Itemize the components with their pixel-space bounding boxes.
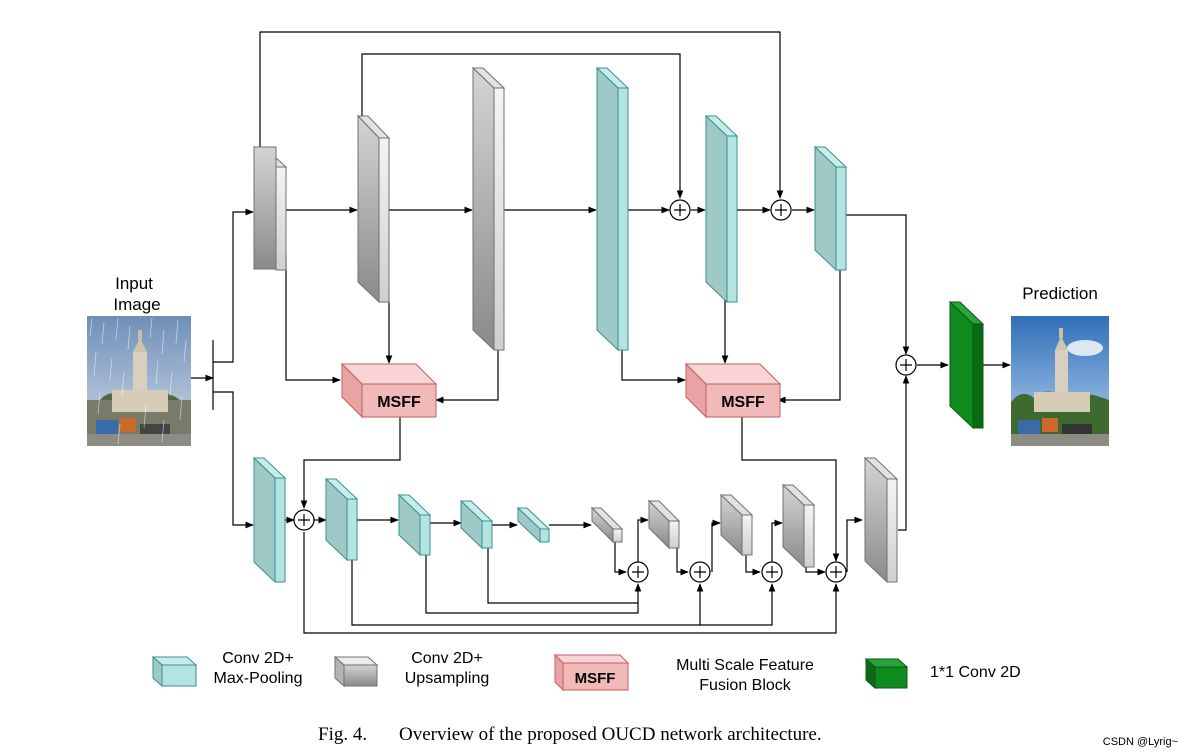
gray-block: [781, 483, 816, 569]
legend-msff-swatch: MSFF: [553, 653, 630, 692]
gray-block: [356, 114, 391, 304]
msff-block: MSFF: [684, 362, 782, 419]
gray-block: [471, 66, 506, 352]
msff-label: MSFF: [721, 394, 765, 411]
legend-msff-line1: Multi Scale Feature: [676, 657, 814, 674]
green-block: [948, 300, 985, 430]
plus-node: [293, 509, 315, 531]
gray-block: [719, 493, 754, 557]
legend-gray-line1: Conv 2D+: [411, 650, 483, 667]
legend-msff-line2: Fusion Block: [699, 677, 792, 694]
legend: Conv 2D+ Max-Pooling Conv 2D+ Upsampling…: [151, 650, 1021, 694]
input-label-line2: Image: [113, 295, 160, 314]
plus-node: [825, 561, 847, 583]
legend-teal-swatch: [151, 655, 198, 688]
gray-block: [647, 499, 681, 550]
legend-msff-box-label: MSFF: [575, 670, 616, 687]
plus-node: [770, 199, 792, 221]
connections: [191, 31, 1011, 634]
teal-block: [516, 506, 551, 544]
legend-green-swatch: [864, 657, 909, 690]
teal-block: [252, 456, 287, 584]
teal-block: [324, 477, 359, 562]
teal-block: [813, 145, 848, 272]
legend-gray-line2: Upsampling: [405, 670, 489, 687]
plus-node: [689, 561, 711, 583]
gray-block: [863, 456, 899, 584]
gray-block: [252, 146, 288, 271]
prediction-label: Prediction: [1022, 284, 1098, 303]
legend-teal-line2: Max-Pooling: [214, 670, 303, 687]
input-label-line1: Input: [115, 274, 153, 293]
plus-node: [669, 199, 691, 221]
teal-block: [704, 114, 739, 304]
teal-block: [595, 66, 630, 352]
caption-text: Overview of the proposed OUCD network ar…: [399, 724, 822, 745]
teal-block: [459, 499, 494, 550]
watermark: CSDN @Lyrig~: [1103, 736, 1178, 748]
caption-fig-number: Fig. 4.: [318, 724, 367, 745]
plus-nodes: [293, 199, 917, 583]
legend-teal-line1: Conv 2D+: [222, 650, 294, 667]
teal-block: [397, 493, 432, 557]
input-image: [87, 316, 191, 446]
prediction-image: [1011, 316, 1109, 446]
plus-node: [627, 561, 649, 583]
legend-green-label: 1*1 Conv 2D: [930, 664, 1021, 681]
msff-block: MSFF: [340, 362, 438, 419]
gray-block: [590, 506, 624, 544]
legend-gray-swatch: [333, 655, 379, 688]
msff-label: MSFF: [377, 394, 421, 411]
plus-node: [895, 354, 917, 376]
plus-node: [761, 561, 783, 583]
